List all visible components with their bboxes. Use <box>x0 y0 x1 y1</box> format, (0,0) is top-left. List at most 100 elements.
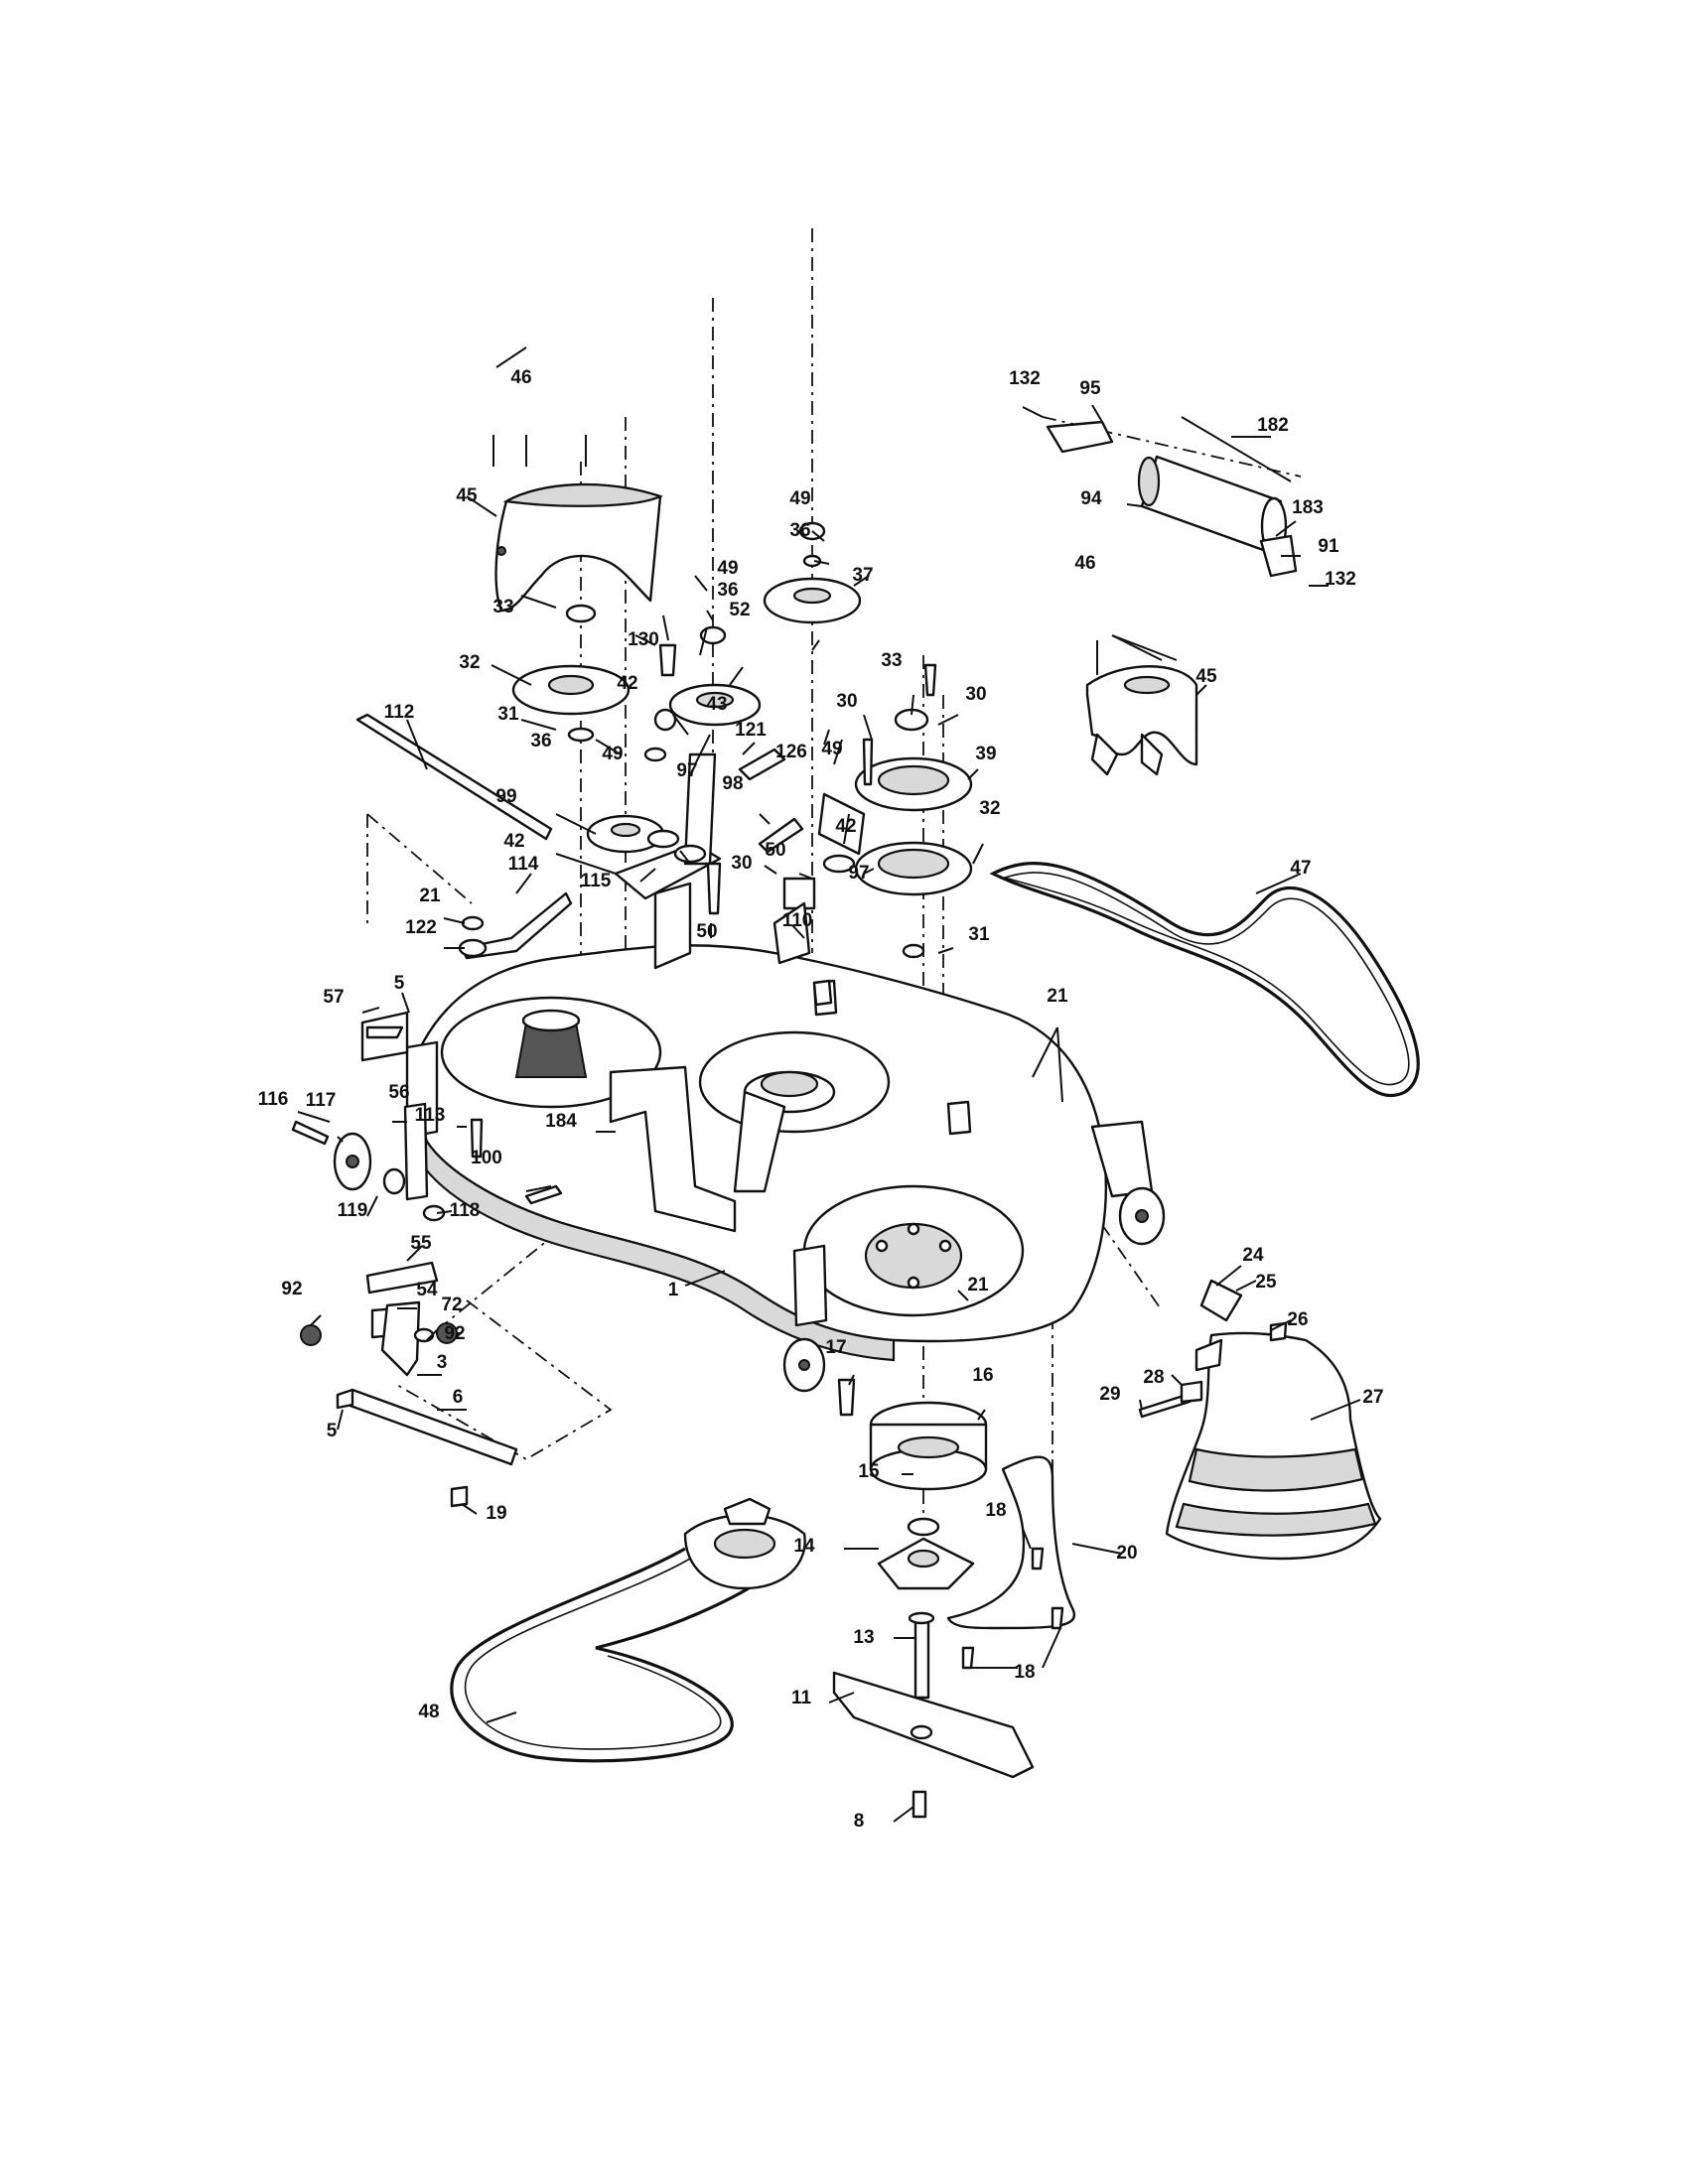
callout-18: 18 <box>985 1500 1006 1521</box>
callout-126: 126 <box>775 742 807 762</box>
idler-arm-assembly <box>614 625 804 970</box>
callout-14: 14 <box>793 1536 815 1557</box>
callout-27: 27 <box>1362 1387 1383 1408</box>
callout-50: 50 <box>696 921 717 942</box>
callout-33: 33 <box>881 650 902 671</box>
callout-33: 33 <box>492 597 513 617</box>
callout-36: 36 <box>717 580 738 601</box>
callout-92: 92 <box>281 1279 302 1299</box>
callout-56: 56 <box>388 1082 409 1103</box>
callout-31: 31 <box>968 924 990 945</box>
callout-17: 17 <box>825 1337 846 1358</box>
pulley-stack-left <box>511 604 665 854</box>
drive-belt-48 <box>450 1547 766 1763</box>
callout-8: 8 <box>854 1811 865 1832</box>
left-height-adjust-parts <box>291 713 573 1508</box>
callout-39: 39 <box>975 744 996 764</box>
callout-45: 45 <box>456 485 478 506</box>
callout-21: 21 <box>967 1275 989 1296</box>
callout-32: 32 <box>459 652 480 673</box>
callout-118: 118 <box>450 1200 481 1221</box>
callout-16: 16 <box>972 1365 993 1386</box>
callout-6: 6 <box>453 1387 464 1408</box>
callout-30: 30 <box>965 684 986 705</box>
callout-116: 116 <box>258 1089 289 1110</box>
mower-deck-housing <box>405 944 1166 1393</box>
callout-30: 30 <box>836 691 857 712</box>
callout-95: 95 <box>1079 378 1101 399</box>
callout-110: 110 <box>782 910 813 931</box>
callout-11: 11 <box>791 1688 812 1708</box>
callout-29: 29 <box>1099 1384 1120 1405</box>
blade-baffle <box>946 1455 1075 1670</box>
callout-113: 113 <box>415 1105 446 1126</box>
callout-18: 18 <box>1014 1662 1035 1683</box>
callout-45: 45 <box>1195 666 1217 687</box>
callout-99: 99 <box>495 786 516 807</box>
callout-15: 15 <box>858 1461 880 1482</box>
callout-25: 25 <box>1255 1272 1277 1293</box>
callout-26: 26 <box>1287 1309 1308 1330</box>
callout-42: 42 <box>503 831 524 852</box>
callout-46: 46 <box>1074 553 1095 574</box>
callout-36: 36 <box>789 520 810 541</box>
callout-32: 32 <box>979 798 1000 819</box>
callout-13: 13 <box>853 1627 874 1648</box>
callout-121: 121 <box>735 720 767 741</box>
callout-114: 114 <box>508 854 539 875</box>
callout-28: 28 <box>1143 1367 1164 1388</box>
callout-43: 43 <box>706 694 727 715</box>
callout-42: 42 <box>835 816 856 837</box>
callout-112: 112 <box>384 702 415 723</box>
deck-roller-assembly <box>1046 416 1298 578</box>
callout-122: 122 <box>405 917 437 938</box>
callout-30: 30 <box>731 853 752 874</box>
callout-55: 55 <box>410 1233 432 1254</box>
callout-97: 97 <box>848 863 869 884</box>
callout-115: 115 <box>581 871 612 891</box>
callout-182: 182 <box>1257 415 1289 436</box>
callout-49: 49 <box>717 558 738 579</box>
drive-pulley <box>683 1497 806 1590</box>
callout-47: 47 <box>1290 858 1311 879</box>
callout-98: 98 <box>722 773 743 794</box>
callout-37: 37 <box>852 565 873 586</box>
callout-54: 54 <box>416 1280 438 1300</box>
callout-21: 21 <box>419 886 441 906</box>
callout-31: 31 <box>497 704 519 725</box>
part-callouts: 4645333231112369942491304249365243493637… <box>258 367 1384 1832</box>
callout-52: 52 <box>729 600 750 620</box>
callout-94: 94 <box>1080 488 1102 509</box>
callout-3: 3 <box>437 1352 448 1373</box>
pulley-stack-right <box>854 663 973 959</box>
callout-20: 20 <box>1116 1543 1137 1564</box>
callout-50: 50 <box>765 840 785 861</box>
callout-92: 92 <box>444 1323 465 1344</box>
callout-24: 24 <box>1242 1245 1264 1266</box>
callout-100: 100 <box>471 1148 502 1168</box>
belt-cover-left <box>492 435 663 613</box>
discharge-chute <box>1138 1279 1382 1561</box>
callout-5: 5 <box>327 1421 338 1441</box>
deck-belt-47 <box>989 862 1420 1098</box>
callout-132: 132 <box>1009 368 1041 389</box>
callout-132: 132 <box>1325 569 1356 590</box>
callout-184: 184 <box>545 1111 577 1132</box>
callout-49: 49 <box>821 739 842 759</box>
callout-117: 117 <box>306 1090 337 1111</box>
pulley-stack-center <box>763 521 866 1007</box>
spindle-assembly <box>832 1378 1035 1819</box>
callout-91: 91 <box>1318 536 1339 557</box>
belt-cover-right <box>1085 665 1198 776</box>
callout-42: 42 <box>617 673 637 694</box>
callout-1: 1 <box>668 1280 679 1300</box>
callout-5: 5 <box>394 973 405 994</box>
callout-183: 183 <box>1292 497 1324 518</box>
callout-48: 48 <box>418 1702 439 1722</box>
callout-119: 119 <box>338 1200 368 1221</box>
callout-19: 19 <box>486 1503 506 1524</box>
callout-97: 97 <box>676 760 697 781</box>
callout-21: 21 <box>1047 986 1068 1007</box>
callout-36: 36 <box>530 731 551 751</box>
